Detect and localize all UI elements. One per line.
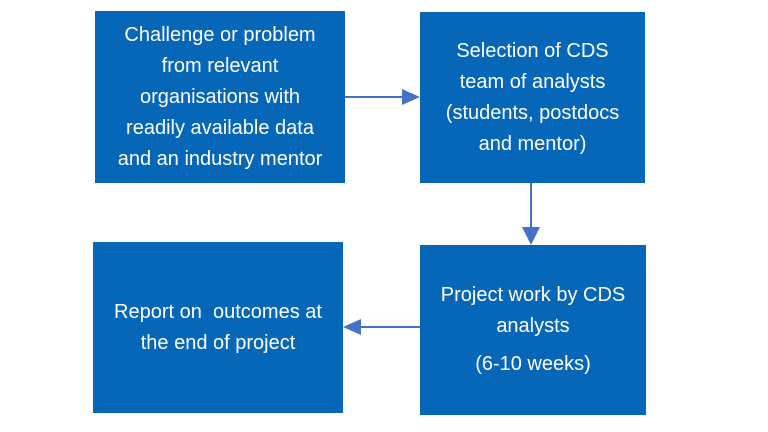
- node-challenge-line-1: Challenge or problem: [124, 23, 316, 46]
- node-report: Report on outcomes at the end of project: [93, 242, 343, 413]
- node-project: Project work by CDS analysts (6-10 weeks…: [420, 245, 646, 415]
- node-selection-line-1: Selection of CDS: [456, 39, 609, 62]
- arrow-shaft: [530, 183, 532, 228]
- node-report-line-1: Report on outcomes at: [114, 300, 322, 323]
- arrow-shaft: [345, 96, 403, 98]
- node-challenge: Challenge or problem from relevant organ…: [95, 11, 345, 183]
- node-project-line-1: Project work by CDS: [440, 284, 626, 306]
- arrow-left-icon: [343, 319, 420, 335]
- node-report-line-2: the end of project: [140, 331, 296, 354]
- node-project-line-3: (6-10 weeks): [475, 353, 591, 375]
- node-challenge-line-5: and an industry mentor: [117, 147, 323, 170]
- node-selection-line-4: and mentor): [478, 132, 587, 155]
- arrowhead-left-icon: [343, 319, 361, 335]
- node-challenge-line-3: organisations with: [139, 85, 301, 108]
- node-selection-line-2: team of analysts: [459, 70, 606, 93]
- arrow-down-icon: [522, 183, 540, 245]
- node-selection: Selection of CDS team of analysts (stude…: [420, 12, 645, 183]
- arrow-shaft: [360, 326, 420, 328]
- arrowhead-down-icon: [522, 227, 540, 245]
- arrow-right-icon: [345, 89, 420, 105]
- node-challenge-line-4: readily available data: [126, 116, 314, 139]
- node-selection-line-3: (students, postdocs: [445, 101, 620, 124]
- node-challenge-line-2: from relevant: [161, 54, 279, 77]
- arrowhead-right-icon: [402, 89, 420, 105]
- node-project-line-2: analysts: [496, 315, 570, 337]
